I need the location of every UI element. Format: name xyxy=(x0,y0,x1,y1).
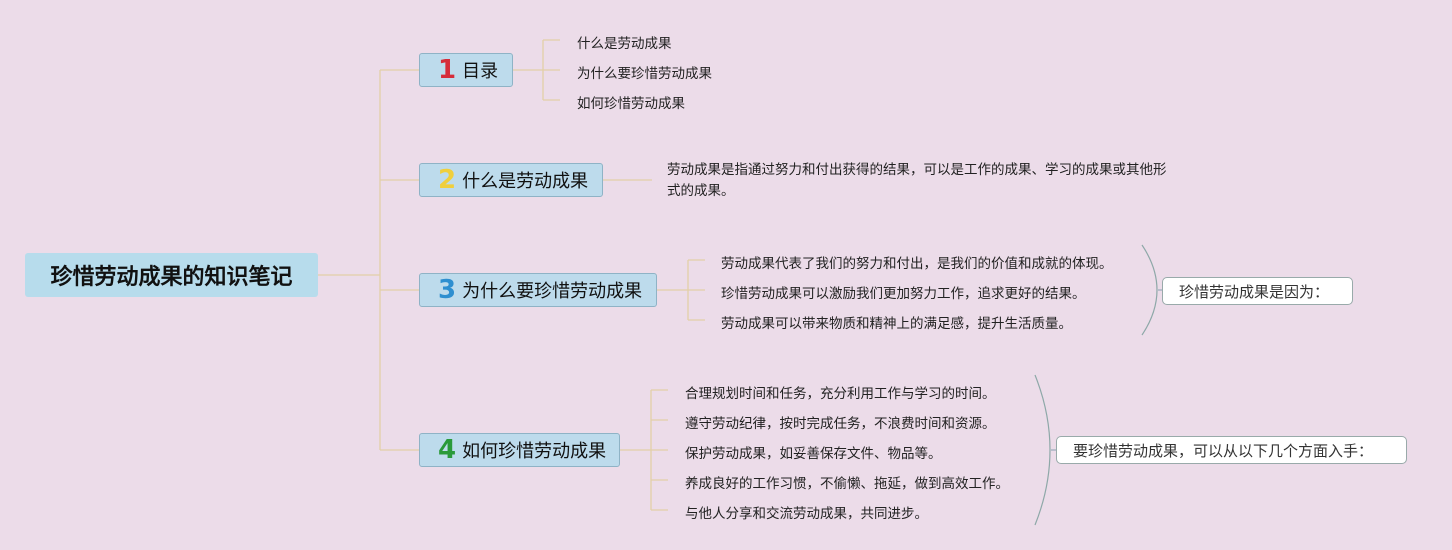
number-1-icon: 1 xyxy=(438,55,457,85)
definition-text[interactable]: 劳动成果是指通过努力和付出获得的结果，可以是工作的成果、学习的成果或其他形式的成… xyxy=(667,162,1167,199)
toc-item[interactable]: 为什么要珍惜劳动成果 xyxy=(577,66,712,82)
branch-label: 为什么要珍惜劳动成果 xyxy=(462,281,643,302)
toc-item[interactable]: 如何珍惜劳动成果 xyxy=(577,96,685,112)
branch-label: 目录 xyxy=(462,61,499,82)
reason-item[interactable]: 劳动成果可以带来物质和精神上的满足感，提升生活质量。 xyxy=(721,316,1072,332)
branch-label: 如何珍惜劳动成果 xyxy=(462,441,607,462)
branch-label: 什么是劳动成果 xyxy=(462,171,589,192)
methods-summary[interactable]: 要珍惜劳动成果，可以从以下几个方面入手： xyxy=(1056,436,1407,464)
reasons-summary[interactable]: 珍惜劳动成果是因为： xyxy=(1162,277,1353,305)
toc-item[interactable]: 什么是劳动成果 xyxy=(577,36,672,52)
branch-methods[interactable]: 4 如何珍惜劳动成果 xyxy=(419,433,620,467)
branch-definition[interactable]: 2 什么是劳动成果 xyxy=(419,163,603,197)
branch-toc[interactable]: 1 目录 xyxy=(419,53,513,87)
number-2-icon: 2 xyxy=(438,165,457,195)
method-item[interactable]: 遵守劳动纪律，按时完成任务，不浪费时间和资源。 xyxy=(685,416,996,432)
reason-item[interactable]: 珍惜劳动成果可以激励我们更加努力工作，追求更好的结果。 xyxy=(721,286,1086,302)
root-topic[interactable]: 珍惜劳动成果的知识笔记 xyxy=(25,253,318,297)
number-4-icon: 4 xyxy=(438,435,457,465)
reason-item[interactable]: 劳动成果代表了我们的努力和付出，是我们的价值和成就的体现。 xyxy=(721,256,1113,272)
method-item[interactable]: 合理规划时间和任务，充分利用工作与学习的时间。 xyxy=(685,386,996,402)
method-item[interactable]: 养成良好的工作习惯，不偷懒、拖延，做到高效工作。 xyxy=(685,476,1009,492)
method-item[interactable]: 与他人分享和交流劳动成果，共同进步。 xyxy=(685,506,928,522)
root-title: 珍惜劳动成果的知识笔记 xyxy=(50,265,293,290)
branch-reasons[interactable]: 3 为什么要珍惜劳动成果 xyxy=(419,273,657,307)
number-3-icon: 3 xyxy=(438,275,457,305)
method-item[interactable]: 保护劳动成果，如妥善保存文件、物品等。 xyxy=(685,446,942,462)
